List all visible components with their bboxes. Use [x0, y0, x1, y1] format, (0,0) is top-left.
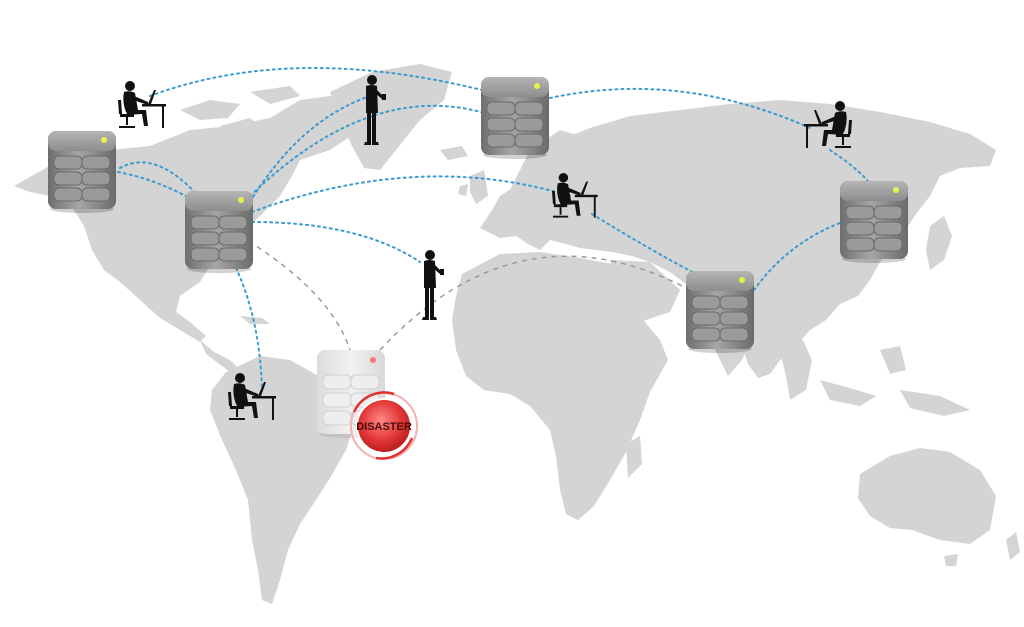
- disaster-badge: DISASTER: [350, 391, 418, 460]
- link-east-server-standing-greenland: [249, 95, 371, 203]
- server-alaska: [47, 130, 117, 214]
- new-zealand: [1006, 532, 1020, 560]
- southeast-asia: [776, 330, 970, 416]
- server-india: [685, 270, 755, 354]
- arctic-islands: [180, 86, 300, 136]
- link-east-server-southamerica: [235, 267, 263, 391]
- server-north-america: [184, 190, 254, 274]
- japan: [926, 216, 952, 270]
- australia: [858, 448, 996, 544]
- africa: [452, 252, 668, 520]
- link-failed-server-india-server: [379, 255, 691, 351]
- madagascar: [626, 436, 642, 478]
- scandinavia: [510, 130, 580, 196]
- link-india-server-eastasia-server: [753, 219, 849, 291]
- link-east-server-central-server: [249, 104, 506, 197]
- eurasia: [480, 100, 996, 378]
- greenland: [330, 64, 452, 170]
- link-east-server-europe: [251, 175, 571, 213]
- link-desk-worker-to-greenland: [149, 67, 506, 97]
- link-europe-india-server: [591, 213, 701, 277]
- central-america: [200, 316, 270, 376]
- tasmania: [944, 554, 958, 566]
- link-east-server-failed-server: [239, 235, 351, 351]
- british-isles: [458, 170, 488, 204]
- standing-person-atlantic-icon: [422, 250, 444, 320]
- link-east-server-atlantic-person: [251, 221, 421, 263]
- desk-worker-north-america-icon: [118, 81, 166, 128]
- link-central-server-asia-worker: [549, 87, 811, 129]
- disaster-label: DISASTER: [356, 421, 412, 433]
- server-greenland: [480, 76, 550, 160]
- server-east-asia: [839, 180, 909, 264]
- iceland: [440, 146, 468, 160]
